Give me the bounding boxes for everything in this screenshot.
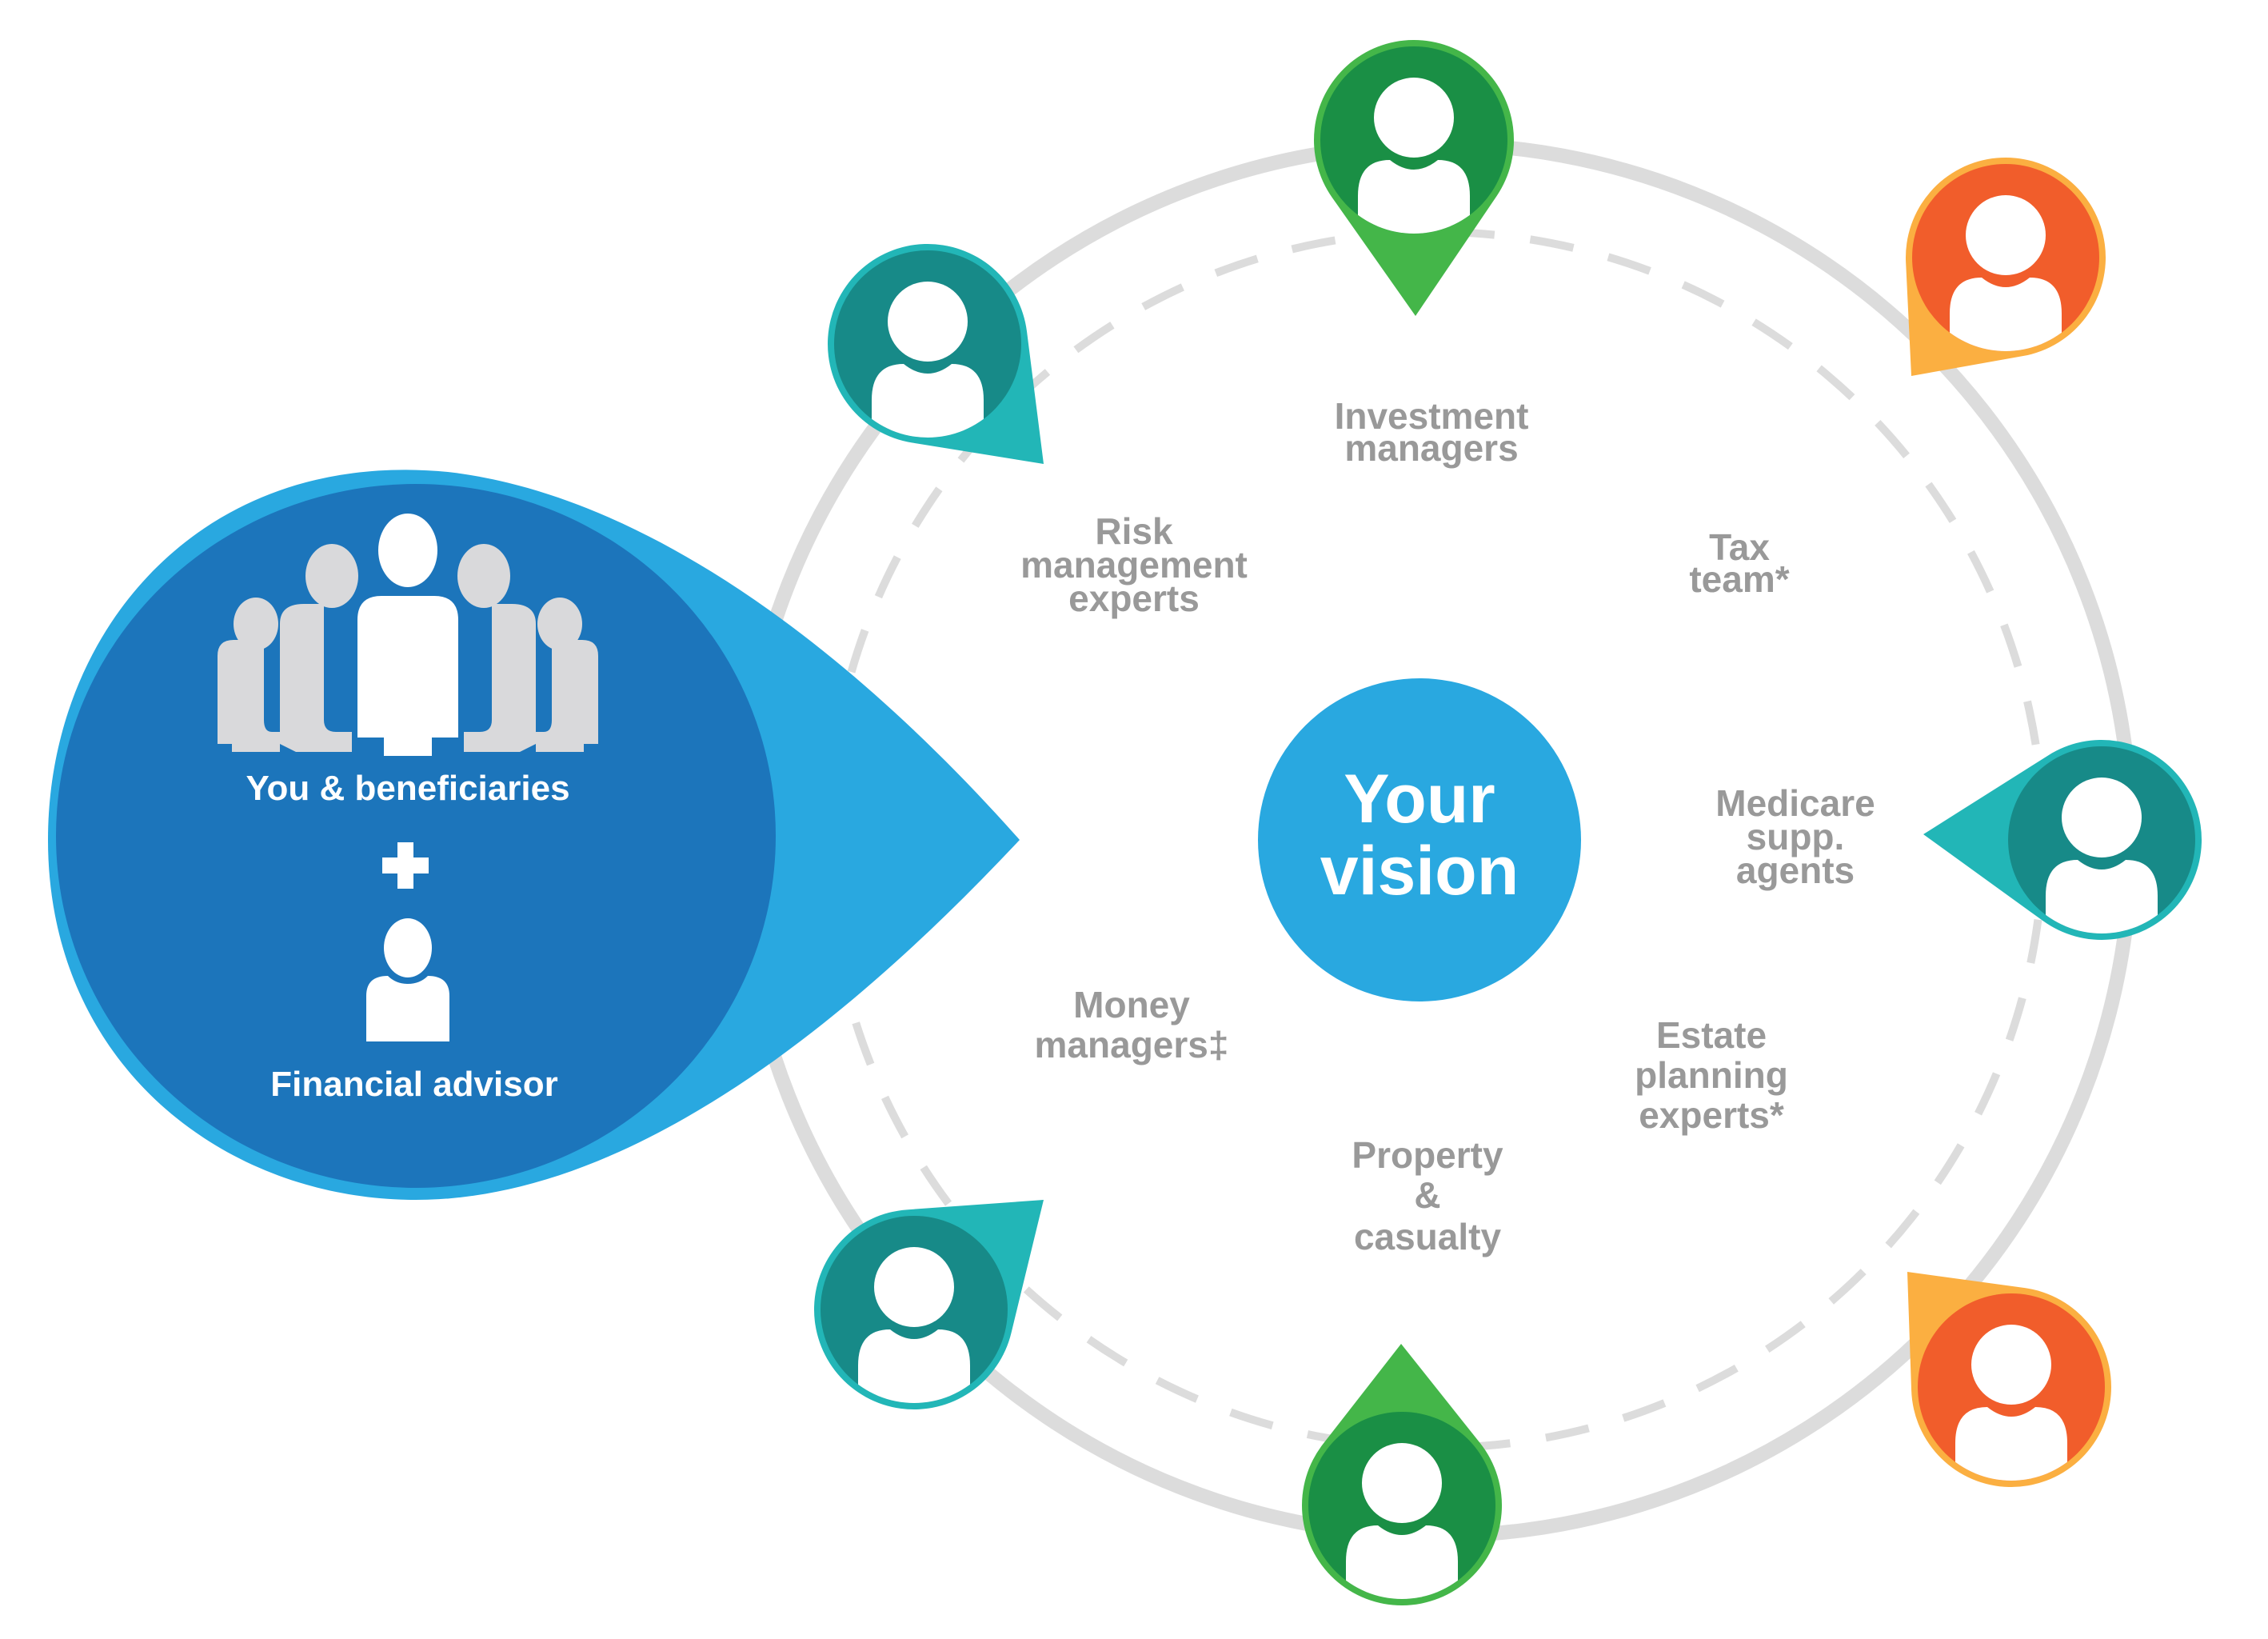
- group-label: You & beneficiaries: [246, 769, 569, 808]
- pin-money: [814, 1200, 1044, 1410]
- label-risk-line-2: management: [1020, 544, 1248, 586]
- label-risk: Risk management experts: [1020, 510, 1248, 619]
- advisor-person-icon: [366, 918, 449, 1041]
- label-property-line-1: Property: [1352, 1134, 1503, 1176]
- label-estate-line-3: experts*: [1639, 1094, 1784, 1136]
- group-of-people-icon: [218, 514, 598, 756]
- label-money-line-2: managers‡: [1035, 1024, 1229, 1065]
- pin-tax: [1906, 158, 2106, 377]
- label-investment-line-2: managers: [1344, 427, 1518, 469]
- person-head: [1971, 1325, 2051, 1405]
- label-tax-line-1: Tax: [1709, 526, 1770, 568]
- plus-icon: [382, 842, 429, 889]
- pin-property: [1302, 1344, 1503, 1605]
- label-estate-line-2: planning: [1635, 1054, 1788, 1096]
- specialist-pins: [814, 40, 2202, 1605]
- label-investment-line-1: Investment: [1335, 395, 1529, 437]
- center-line-2: vision: [1320, 833, 1519, 909]
- center-line-1: Your: [1344, 761, 1495, 837]
- person-head: [874, 1247, 954, 1327]
- center-vision: Your vision: [1258, 678, 1581, 1001]
- label-property-line-3: casualty: [1354, 1216, 1502, 1257]
- person-head: [2062, 778, 2142, 857]
- person-body: [858, 1329, 970, 1403]
- label-money: Money managers‡: [1035, 984, 1229, 1065]
- label-medicare-line-1: Medicare: [1715, 782, 1875, 824]
- client-advisor-bubble: You & beneficiaries Financial advisor: [48, 470, 1020, 1200]
- label-medicare-line-3: agents: [1736, 849, 1855, 891]
- center-circle: [1258, 678, 1581, 1001]
- person-body: [1346, 1525, 1458, 1599]
- label-risk-line-3: experts: [1068, 578, 1200, 619]
- label-tax: Tax team*: [1689, 526, 1789, 600]
- label-tax-line-2: team*: [1689, 558, 1789, 600]
- pin-medicare: [1923, 740, 2202, 941]
- person-head: [1374, 78, 1454, 158]
- label-property: Property & casualty: [1352, 1134, 1503, 1257]
- label-estate-line-1: Estate: [1656, 1014, 1767, 1056]
- label-money-line-1: Money: [1073, 984, 1190, 1025]
- person-body: [2046, 860, 2158, 933]
- label-medicare-line-2: supp.: [1747, 816, 1845, 857]
- pin-investment: [1313, 40, 1514, 316]
- advisor-label: Financial advisor: [270, 1065, 557, 1104]
- person-head: [1966, 195, 2046, 275]
- pin-estate: [1907, 1272, 2111, 1487]
- label-estate: Estate planning experts*: [1635, 1014, 1788, 1136]
- person-head: [888, 282, 968, 362]
- label-investment: Investment managers: [1335, 395, 1529, 469]
- label-property-line-2: &: [1414, 1174, 1440, 1216]
- label-medicare: Medicare supp. agents: [1715, 782, 1875, 891]
- person-body: [1955, 1407, 2067, 1481]
- person-head: [1362, 1443, 1442, 1523]
- label-risk-line-1: Risk: [1095, 510, 1173, 552]
- pin-risk: [828, 244, 1044, 464]
